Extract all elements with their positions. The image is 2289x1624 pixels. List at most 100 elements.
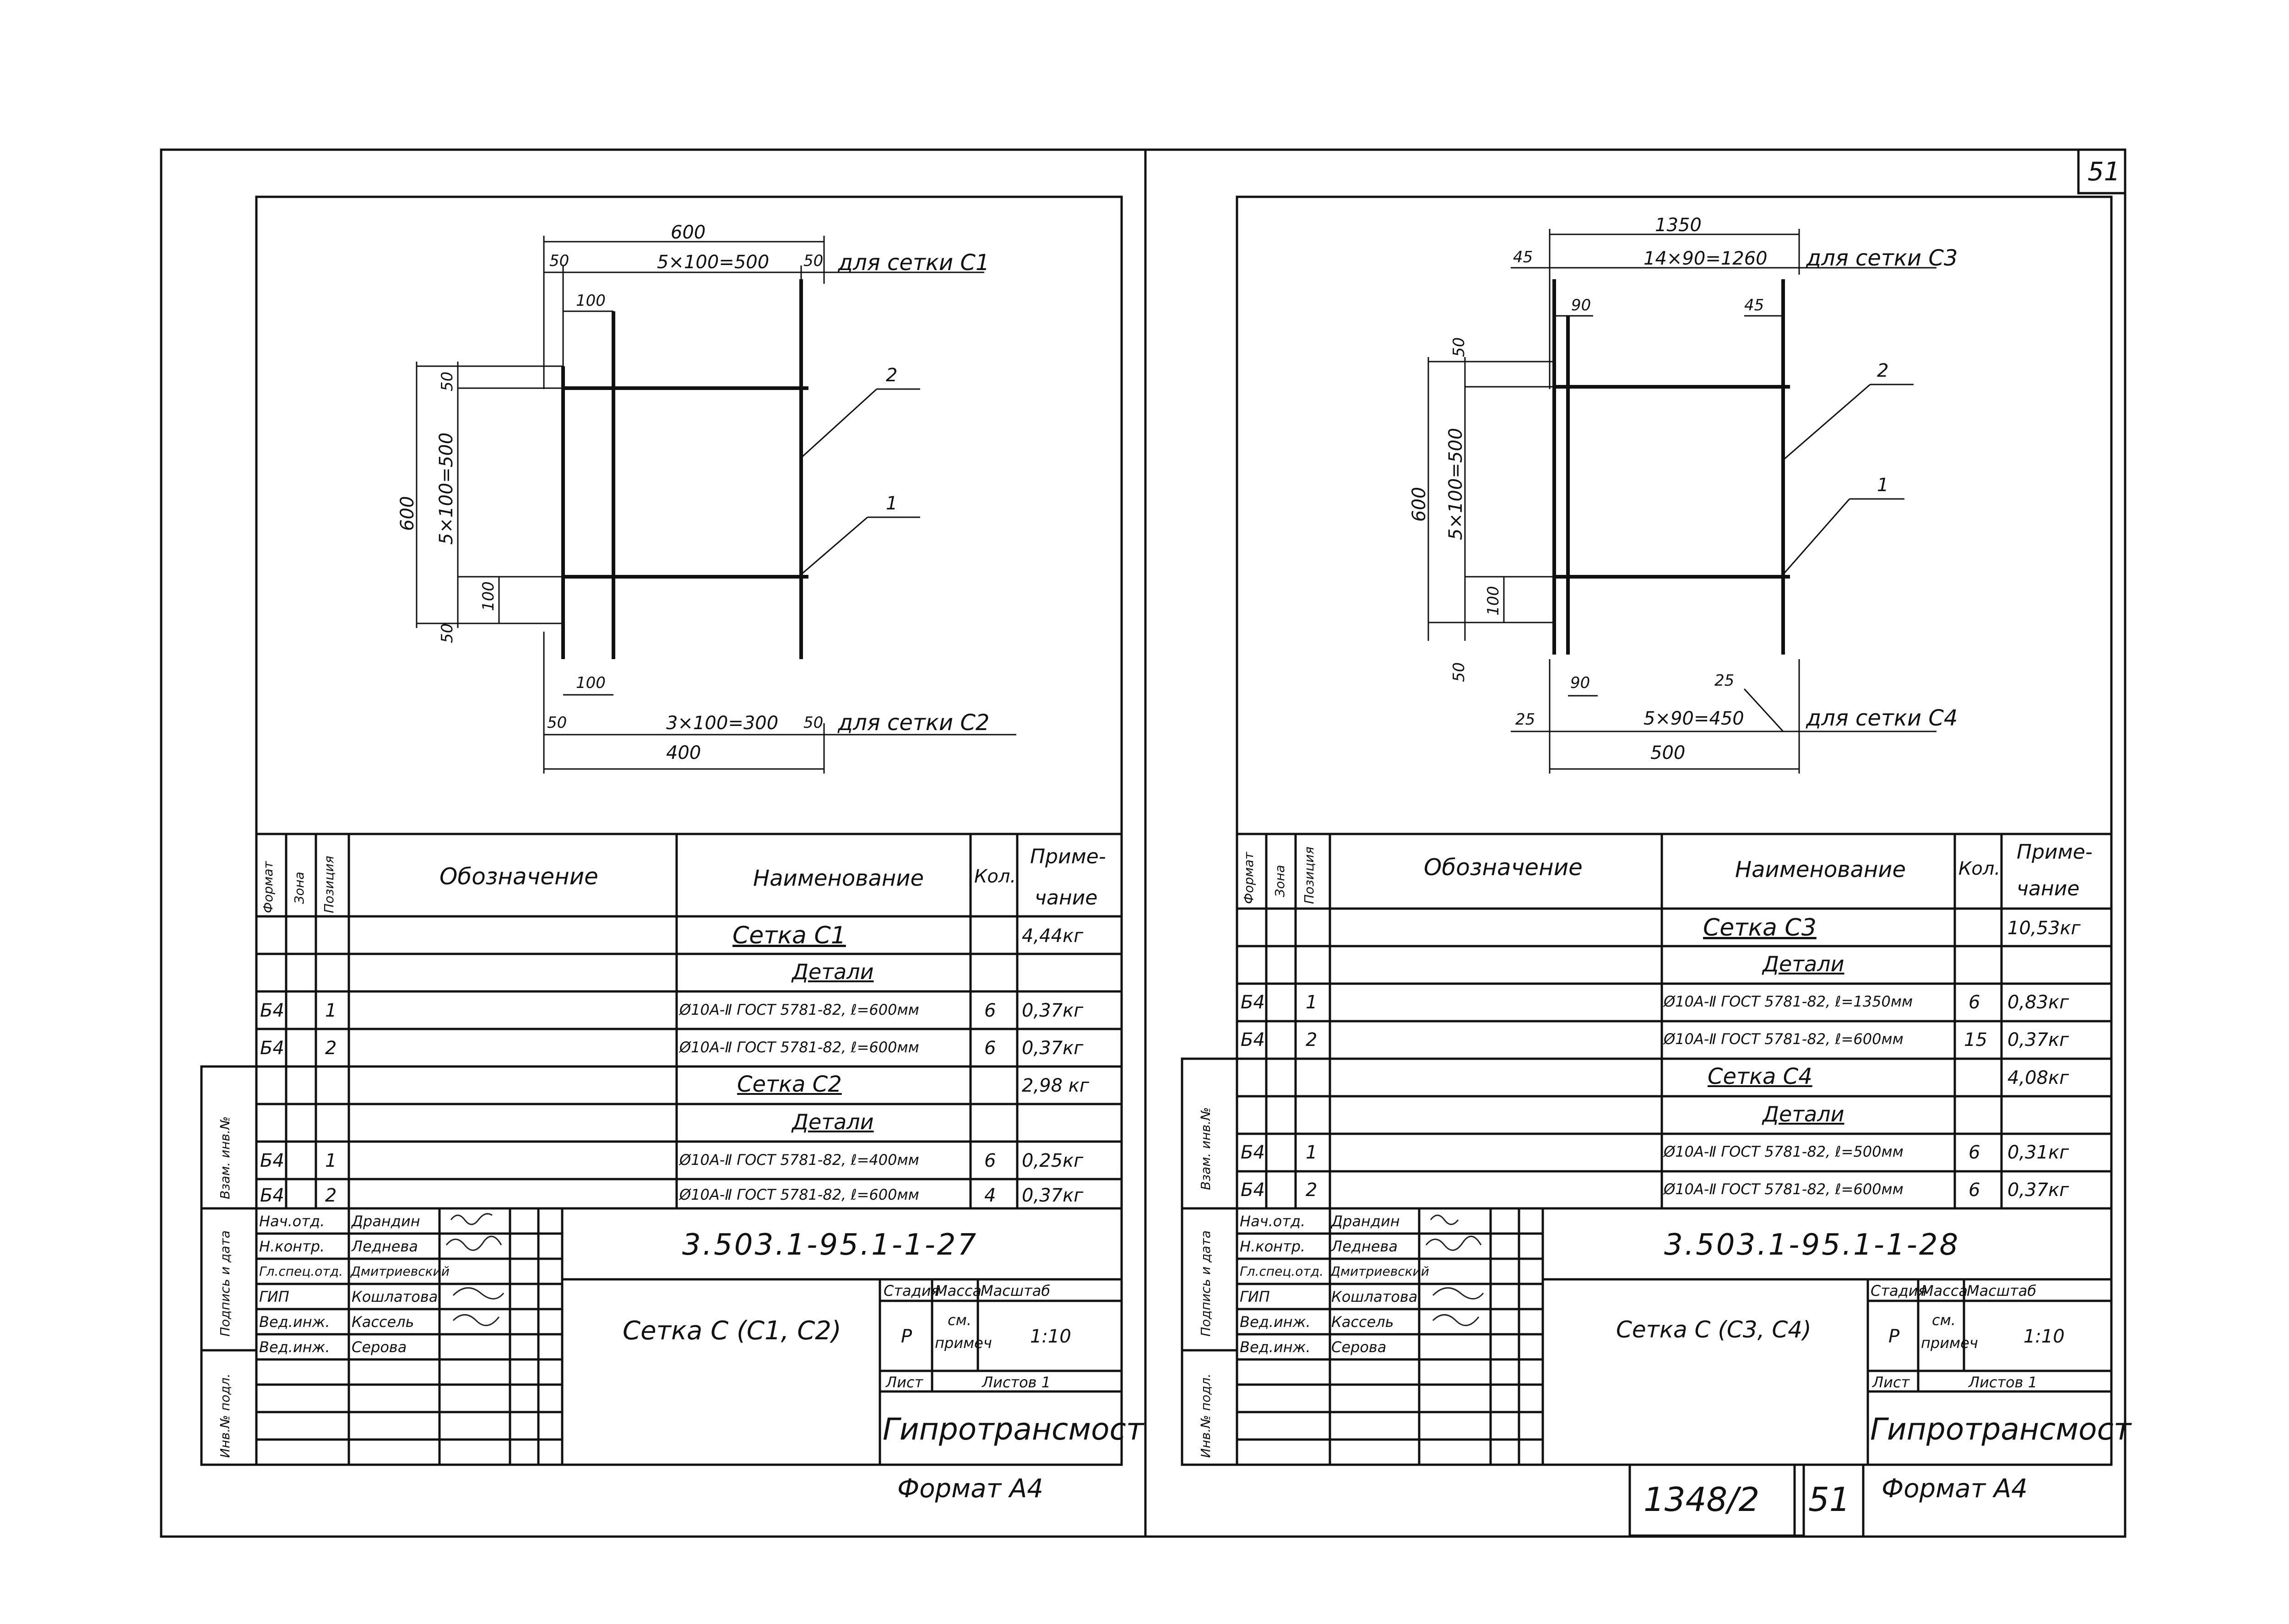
side-label-inventory: Инв.№ подл. bbox=[1198, 1373, 1213, 1458]
header-note-1: Приме- bbox=[2017, 840, 2093, 864]
organization-name: Гипротрансмост bbox=[1870, 1412, 2132, 1447]
row-qty: 6 bbox=[984, 1038, 996, 1059]
role: Вед.инж. bbox=[259, 1313, 330, 1331]
scale-value: 1:10 bbox=[1030, 1326, 1071, 1347]
header-zone: Зона bbox=[292, 872, 307, 904]
row-format: Б4 bbox=[260, 1000, 284, 1021]
row-format: Б4 bbox=[260, 1150, 284, 1171]
archive-page: 51 bbox=[1808, 1480, 1850, 1519]
row-note: 4,08кг bbox=[2007, 1067, 2069, 1088]
row-name: Сетка С4 bbox=[1708, 1064, 1812, 1089]
stage-header: Стадия bbox=[1871, 1282, 1927, 1299]
row-name: Ø10А-Ⅱ ГОСТ 5781-82, ℓ=1350мм bbox=[1664, 993, 1913, 1010]
person: Драндин bbox=[352, 1213, 420, 1230]
person: Драндин bbox=[1331, 1213, 1400, 1230]
header-designation: Обозначение bbox=[1424, 854, 1583, 881]
mass-value-1: см. bbox=[948, 1311, 971, 1329]
dim-bot-total: 400 bbox=[666, 742, 701, 763]
side-label-inventory: Инв.№ подл. bbox=[217, 1373, 233, 1458]
row-name: Детали bbox=[1763, 1102, 1844, 1126]
row-note: 0,37кг bbox=[2007, 1029, 2069, 1050]
dim-left-total: 600 bbox=[397, 496, 418, 531]
dim-left-top: 50 bbox=[438, 371, 456, 391]
row-name: Детали bbox=[1763, 952, 1844, 976]
stage-value: Р bbox=[1888, 1326, 1900, 1347]
dim-bot-left: 50 bbox=[547, 714, 567, 732]
person: Кассель bbox=[352, 1313, 414, 1331]
row-note: 10,53кг bbox=[2007, 918, 2081, 939]
row-note: 0,25кг bbox=[1022, 1150, 1084, 1171]
side-label-replaced: Взам. инв.№ bbox=[1198, 1107, 1213, 1190]
position-1-label: 1 bbox=[886, 493, 898, 514]
row-name: Ø10А-Ⅱ ГОСТ 5781-82, ℓ=600мм bbox=[1664, 1030, 1904, 1048]
person: Леднева bbox=[352, 1238, 418, 1255]
header-name: Наименование bbox=[1735, 857, 1906, 882]
person: Кошлатова bbox=[1331, 1288, 1418, 1305]
dim-bot-label: для сетки С4 bbox=[1806, 705, 1958, 731]
header-qty: Кол. bbox=[974, 866, 1016, 887]
person: Серова bbox=[1331, 1338, 1387, 1356]
dim-left-total: 600 bbox=[1409, 487, 1430, 522]
format-label: Формат А4 bbox=[897, 1474, 1043, 1504]
role: Гл.спец.отд. bbox=[1240, 1264, 1323, 1279]
scale-header: Масштаб bbox=[981, 1282, 1051, 1299]
dim-bot-right: 50 bbox=[803, 714, 824, 732]
dim-left-mid: 5×100=500 bbox=[1445, 428, 1466, 540]
row-format: Б4 bbox=[1241, 1142, 1265, 1163]
row-name: Сетка С2 bbox=[737, 1072, 842, 1097]
sheets-header: Листов 1 bbox=[1969, 1374, 2038, 1391]
person: Леднева bbox=[1331, 1238, 1398, 1255]
row-name: Детали bbox=[792, 959, 874, 984]
header-note-2: чание bbox=[2017, 877, 2080, 900]
dim-top-right: 45 bbox=[1744, 296, 1764, 314]
dim-top-mid: 5×100=500 bbox=[657, 252, 770, 273]
dim-left-inner: 100 bbox=[1484, 586, 1502, 616]
dim-top-right: 50 bbox=[803, 252, 824, 270]
header-name: Наименование bbox=[753, 866, 924, 891]
dim-top-inner: 100 bbox=[576, 292, 606, 310]
row-qty: 4 bbox=[984, 1185, 996, 1206]
header-zone: Зона bbox=[1272, 865, 1287, 897]
dim-bot-label: для сетки С2 bbox=[838, 710, 990, 736]
dim-top-left: 45 bbox=[1513, 248, 1533, 266]
row-name: Ø10А-Ⅱ ГОСТ 5781-82, ℓ=600мм bbox=[1664, 1180, 1904, 1198]
dim-left-top: 50 bbox=[1450, 337, 1468, 357]
row-position: 2 bbox=[1306, 1180, 1318, 1201]
row-qty: 15 bbox=[1964, 1029, 1987, 1050]
role: Вед.инж. bbox=[1240, 1338, 1311, 1356]
row-qty: 6 bbox=[1969, 1180, 1980, 1201]
role: Нач.отд. bbox=[259, 1213, 325, 1230]
header-format: Формат bbox=[260, 861, 276, 913]
side-label-signature: Подпись и дата bbox=[217, 1230, 233, 1337]
row-qty: 6 bbox=[1969, 1142, 1980, 1163]
dim-bot-inner: 90 bbox=[1570, 674, 1590, 692]
dim-bot-mid: 3×100=300 bbox=[666, 713, 779, 734]
role: Нач.отд. bbox=[1240, 1213, 1306, 1230]
row-position: 2 bbox=[325, 1185, 337, 1206]
row-name: Ø10А-Ⅱ ГОСТ 5781-82, ℓ=400мм bbox=[679, 1151, 919, 1169]
sheet-header: Лист bbox=[886, 1374, 923, 1391]
row-format: Б4 bbox=[1241, 1029, 1265, 1050]
row-position: 2 bbox=[1306, 1029, 1318, 1050]
person: Серова bbox=[352, 1338, 407, 1356]
row-note: 0,83кг bbox=[2007, 992, 2069, 1013]
mass-value-2: примеч bbox=[935, 1334, 992, 1352]
dim-bot-inner: 100 bbox=[576, 674, 606, 692]
row-position: 1 bbox=[1306, 1142, 1318, 1163]
header-designation: Обозначение bbox=[439, 863, 598, 890]
row-note: 4,44кг bbox=[1022, 926, 1084, 947]
person: Дмитриевский bbox=[351, 1264, 450, 1279]
row-note: 0,37кг bbox=[1022, 1038, 1084, 1059]
role: ГИП bbox=[259, 1288, 289, 1305]
header-note-1: Приме- bbox=[1030, 845, 1106, 868]
row-qty: 6 bbox=[984, 1150, 996, 1171]
row-format: Б4 bbox=[260, 1038, 284, 1059]
dim-left-inner: 100 bbox=[479, 581, 498, 611]
dim-left-mid: 5×100=500 bbox=[436, 432, 457, 545]
document-code: 3.503.1-95.1-1-27 bbox=[682, 1228, 978, 1262]
position-2-label: 2 bbox=[1877, 360, 1889, 381]
document-name: Сетка С (С1, С2) bbox=[623, 1316, 841, 1346]
stage-header: Стадия bbox=[884, 1282, 940, 1299]
side-label-signature: Подпись и дата bbox=[1198, 1230, 1213, 1337]
